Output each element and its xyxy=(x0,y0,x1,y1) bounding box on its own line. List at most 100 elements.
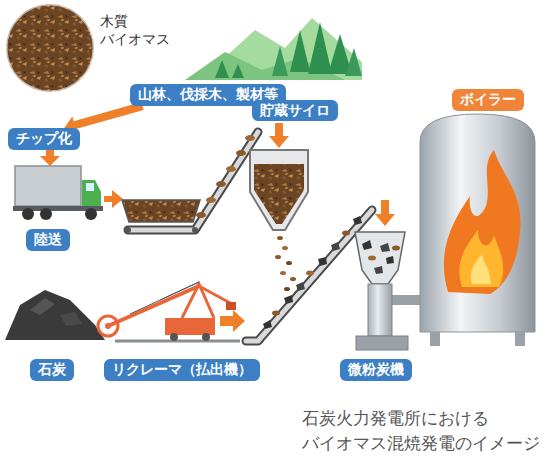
pulverizer-arrow xyxy=(375,200,395,226)
truck-part xyxy=(85,208,97,220)
chip-conveyor-part xyxy=(206,197,216,203)
label-text: 貯蔵サイロ xyxy=(260,102,330,120)
wood-chip-photo-part xyxy=(6,4,94,92)
truck-part xyxy=(15,166,81,206)
chip-conveyor-part xyxy=(122,200,200,222)
reclaimer-part xyxy=(108,286,199,326)
pulverizer-part xyxy=(356,336,408,350)
boiler-label: ボイラー xyxy=(452,89,524,111)
coal-pile-part xyxy=(60,312,82,326)
truck-part xyxy=(40,208,52,220)
coal-conveyor-part xyxy=(318,257,327,266)
pulverizer-part xyxy=(368,284,392,336)
wood-chip-photo-part xyxy=(6,4,94,92)
chip-conveyor-part xyxy=(196,212,206,218)
reclaimer-part xyxy=(182,284,214,318)
pulverizer-arrow-part xyxy=(375,200,395,226)
chip-conveyor-part xyxy=(128,132,258,230)
coal-conveyor-part xyxy=(296,282,305,291)
transport-arrow-part xyxy=(104,190,123,208)
pulverizer-part xyxy=(355,232,405,284)
reclaimer-part xyxy=(199,286,232,304)
falling-chips-part xyxy=(286,261,292,265)
truck xyxy=(13,166,103,220)
boiler-part xyxy=(515,332,525,346)
forest-mountains-part xyxy=(200,18,362,80)
chip-arrow xyxy=(40,150,60,166)
forest-mountains-part xyxy=(215,60,229,78)
falling-chips xyxy=(275,236,300,295)
coal-pile-part xyxy=(30,298,55,315)
boiler-part xyxy=(459,230,503,287)
chip-conveyor-part xyxy=(216,181,226,187)
reclaimer-part xyxy=(130,282,199,314)
truck-part xyxy=(22,208,34,220)
coal-pile xyxy=(5,290,105,340)
chip-arrow-part xyxy=(40,150,60,166)
storage-silo-part xyxy=(254,164,304,224)
falling-chips-part xyxy=(290,277,296,281)
coal-conveyor-part xyxy=(246,210,372,341)
pulverizer-part xyxy=(386,256,394,264)
reclaimer xyxy=(98,282,240,341)
transport-label: 陸送 xyxy=(26,229,70,251)
chip-conveyor-part xyxy=(128,132,258,230)
coal-conveyor-part xyxy=(306,271,314,276)
boiler xyxy=(420,114,535,346)
falling-chips-part xyxy=(275,255,281,259)
transport-arrow xyxy=(104,190,123,208)
falling-chips-part xyxy=(280,271,286,275)
pulverizer-part xyxy=(368,256,376,261)
chip-conveyor-part xyxy=(245,135,255,141)
wood-chip-photo xyxy=(6,4,94,92)
forest-mountains-part xyxy=(232,64,244,78)
reclaimer-part xyxy=(160,282,199,300)
forest-mountains xyxy=(185,18,362,80)
falling-chips-part xyxy=(282,246,288,250)
pulverizer-label: 微粉炭機 xyxy=(340,359,412,381)
storage-silo-part xyxy=(250,150,308,230)
reclaimer-part xyxy=(226,302,236,310)
forest-mountains-part xyxy=(272,46,288,76)
caption: 石炭火力発電所における バイオマス混焼発電のイメージ xyxy=(302,406,543,455)
silo-arrow xyxy=(269,123,289,148)
pulverizer-part xyxy=(374,266,383,274)
chip-conveyor-part xyxy=(125,227,131,233)
reclaimer-part xyxy=(98,316,118,336)
reclaimer-part xyxy=(202,333,210,341)
reclaimer-label: リクレーマ（払出機） xyxy=(104,359,260,381)
reclaimer-part xyxy=(105,323,111,329)
truck-part xyxy=(86,183,94,191)
reclaimer-part xyxy=(115,340,240,343)
reclaimer-part xyxy=(165,318,215,335)
coal-conveyor-part xyxy=(353,216,362,225)
pulverizer-part xyxy=(392,246,400,251)
falling-chips-part xyxy=(277,236,283,240)
label-text: ボイラー xyxy=(460,91,516,109)
boiler-part xyxy=(420,114,535,332)
label-text: 微粉炭機 xyxy=(348,361,404,379)
label-text: 石炭 xyxy=(38,361,66,379)
coal-conveyor-part xyxy=(342,231,350,236)
pulverizer-part xyxy=(362,240,372,250)
silo-arrow-part xyxy=(269,123,289,148)
coal-conveyor xyxy=(246,210,372,341)
boiler-part xyxy=(444,150,521,294)
chip-conveyor xyxy=(122,132,258,233)
falling-chips-part xyxy=(284,287,290,291)
coal-pile-part xyxy=(5,290,105,340)
boiler-part xyxy=(430,332,440,346)
coal-conveyor-part xyxy=(284,295,293,304)
reclaimer-part xyxy=(170,333,178,341)
coal-conveyor-part xyxy=(246,210,372,341)
coal-conveyor-part xyxy=(331,242,340,251)
material-label: 木質 バイオマス xyxy=(100,12,182,48)
label-text: チップ化 xyxy=(16,130,72,148)
storage-silo xyxy=(250,150,308,230)
coal-conveyor-part xyxy=(272,311,280,316)
truck-part xyxy=(82,180,101,207)
coal-conveyor-part xyxy=(263,320,272,329)
